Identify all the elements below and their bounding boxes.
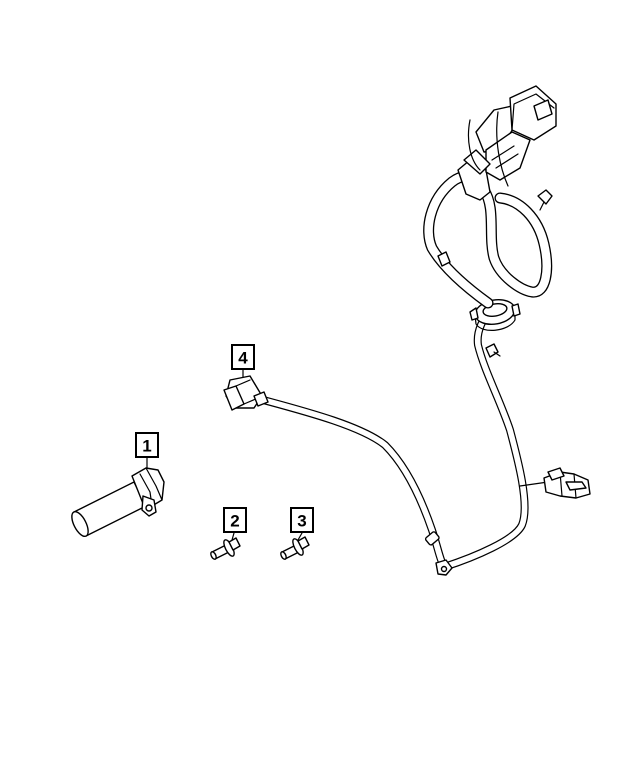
- branch-wire: [519, 481, 549, 487]
- harness-clip-right: [485, 343, 501, 358]
- part-2-bolt: [210, 532, 241, 560]
- harness-connector-right: [543, 467, 591, 499]
- harness-clip-lower: [424, 531, 453, 576]
- harness-connector-top: [457, 85, 557, 201]
- callout-4-label: 4: [238, 349, 248, 368]
- callout-2-leader: [231, 532, 235, 541]
- harness-connector-left: [223, 375, 269, 411]
- callout-1: 1: [135, 432, 159, 458]
- callout-3-label: 3: [297, 512, 306, 531]
- callout-1-label: 1: [142, 437, 151, 456]
- part-3-bolt: [280, 532, 310, 560]
- callout-2: 2: [223, 507, 247, 533]
- part-4-wiring-harness: [223, 85, 591, 576]
- hose-clip-left: [437, 251, 451, 267]
- callout-3-box: [290, 507, 314, 533]
- callout-2-box: [223, 507, 247, 533]
- part-1-sensor: [71, 457, 165, 538]
- sensor-mount-hole: [145, 504, 153, 512]
- callout-3-leader: [297, 532, 303, 541]
- callout-1-box: [135, 432, 159, 458]
- callout-2-label: 2: [230, 512, 239, 531]
- callout-4: 4: [231, 344, 255, 370]
- sensor-tip: [71, 510, 89, 538]
- hose-clip-right: [537, 189, 553, 211]
- bolt-3-head: [297, 536, 310, 550]
- callout-3: 3: [290, 507, 314, 533]
- bolt-2-head: [228, 537, 241, 551]
- callout-4-box: [231, 344, 255, 370]
